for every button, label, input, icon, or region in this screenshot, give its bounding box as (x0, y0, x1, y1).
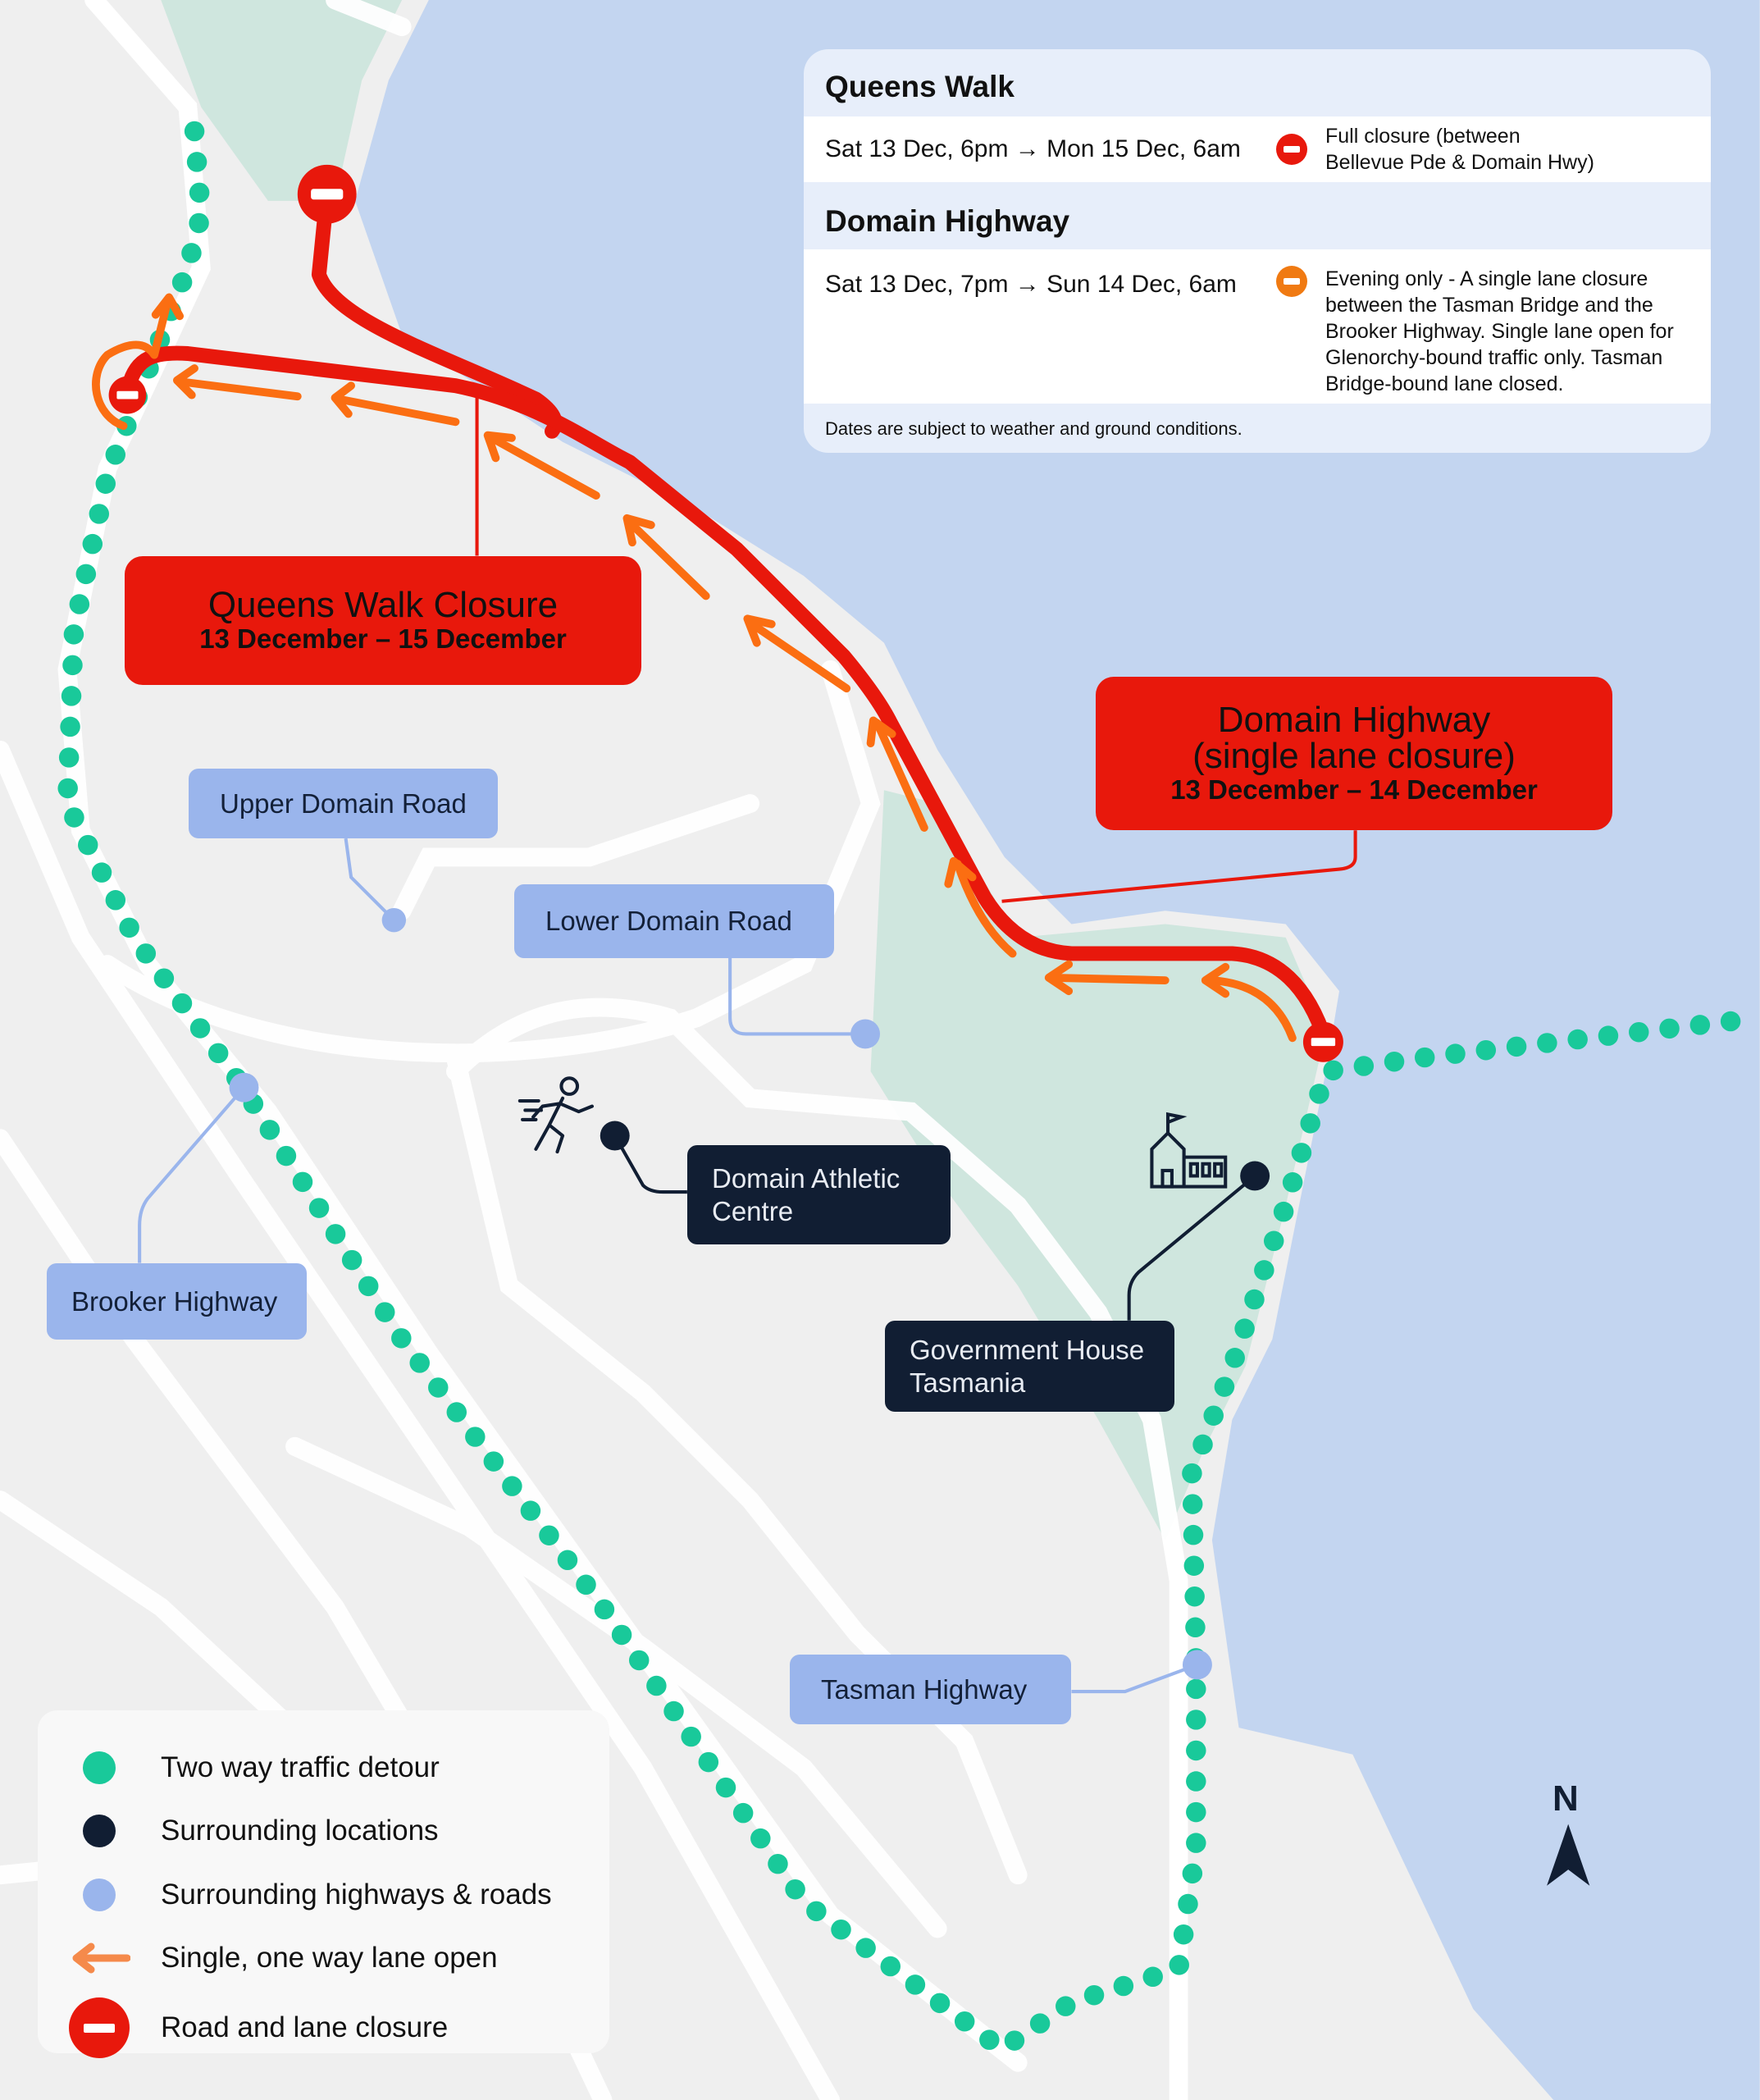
light-blue-dot-icon (83, 1879, 116, 1911)
closure-title: Domain Highway (1217, 699, 1491, 740)
schedule-row-domain-highway: Sat 13 Dec, 7pm → Sun 14 Dec, 6am Evenin… (804, 249, 1711, 404)
closure-sign-queens-walk (297, 164, 357, 224)
legend-item-locations: Surrounding locations (38, 1815, 439, 1847)
navy-dot-icon (83, 1815, 116, 1847)
tasman-highway-label: Tasman Highway (790, 1655, 1071, 1724)
closure-sign-west (108, 376, 147, 414)
queens-walk-closure-label: Queens Walk Closure 13 December – 15 Dec… (125, 556, 641, 685)
closure-sign-icon (69, 1997, 130, 2058)
runner-icon (518, 1076, 595, 1154)
legend-item-roads: Surrounding highways & roads (38, 1879, 552, 1911)
section-title-queens-walk: Queens Walk (825, 70, 1015, 103)
section-title-domain-highway: Domain Highway (825, 204, 1070, 238)
location-name-line2: Tasmania (910, 1367, 1026, 1398)
legend-label: Two way traffic detour (161, 1751, 440, 1783)
legend-label: Road and lane closure (161, 2011, 449, 2043)
location-name-line2: Centre (712, 1195, 794, 1226)
orange-arrow-icon (72, 1942, 130, 1974)
lower-domain-road-label: Lower Domain Road (514, 884, 834, 958)
closure-subtitle: (single lane closure) (1192, 735, 1516, 776)
upper-domain-road-label: Upper Domain Road (189, 769, 498, 838)
compass-north-label: N (1553, 1778, 1579, 1819)
schedule-when: Sat 13 Dec, 6pm → Mon 15 Dec, 6am (825, 135, 1241, 162)
park-north (161, 0, 403, 201)
domain-highway-closure-label: Domain Highway (single lane closure) 13 … (1096, 677, 1612, 830)
one-way-lane-arrows (92, 293, 1297, 1043)
map-legend: Two way traffic detour Surrounding locat… (38, 1710, 609, 2058)
schedule-description: Evening only - A single lane closure bet… (1325, 267, 1674, 395)
north-arrow-icon (1547, 1824, 1590, 1886)
legend-label: Single, one way lane open (161, 1942, 498, 1974)
brooker-highway-label: Brooker Highway (47, 1263, 307, 1340)
legend-item-closure: Road and lane closure (38, 1997, 448, 2058)
legend-label: Surrounding highways & roads (161, 1879, 552, 1911)
legend-item-detour: Two way traffic detour (38, 1751, 440, 1784)
schedule-footnote: Dates are subject to weather and ground … (825, 418, 1242, 439)
schedule-when: Sat 13 Dec, 7pm → Sun 14 Dec, 6am (825, 271, 1237, 298)
water (355, 0, 1760, 2100)
athletic-centre-marker (600, 1121, 630, 1151)
government-house-marker (1240, 1161, 1270, 1191)
legend-item-one-way: Single, one way lane open (38, 1942, 498, 1974)
full-closure-icon (1276, 134, 1307, 165)
closure-title: Queens Walk Closure (207, 584, 559, 625)
tasman-highway-marker (1182, 1650, 1212, 1680)
lane-closure-icon (1276, 266, 1307, 297)
closure-dates: 13 December – 14 December (1170, 774, 1538, 805)
legend-label: Surrounding locations (161, 1815, 439, 1847)
brooker-highway-marker (229, 1072, 259, 1102)
lower-domain-road-marker (850, 1019, 880, 1049)
green-dot-icon (83, 1751, 116, 1784)
schedule-row-queens-walk: Sat 13 Dec, 6pm → Mon 15 Dec, 6am Full c… (804, 116, 1711, 182)
closure-sign-east (1302, 1021, 1343, 1062)
location-name-line1: Government House (910, 1334, 1145, 1365)
government-house-label: Government House Tasmania (885, 1321, 1174, 1412)
schedule-description: Full closure (between Bellevue Pde & Dom… (1325, 125, 1594, 174)
closure-schedule-panel: Queens Walk Sat 13 Dec, 6pm → Mon 15 Dec… (804, 49, 1711, 453)
building-icon (1150, 1112, 1228, 1189)
domain-athletic-centre-label: Domain Athletic Centre (687, 1145, 951, 1244)
domain-highway-closure-route (120, 345, 1334, 1050)
location-name-line1: Domain Athletic (712, 1162, 901, 1194)
closure-dates: 13 December – 15 December (199, 623, 567, 654)
upper-domain-road-marker (381, 907, 407, 933)
two-way-detour-route (57, 121, 1760, 2061)
